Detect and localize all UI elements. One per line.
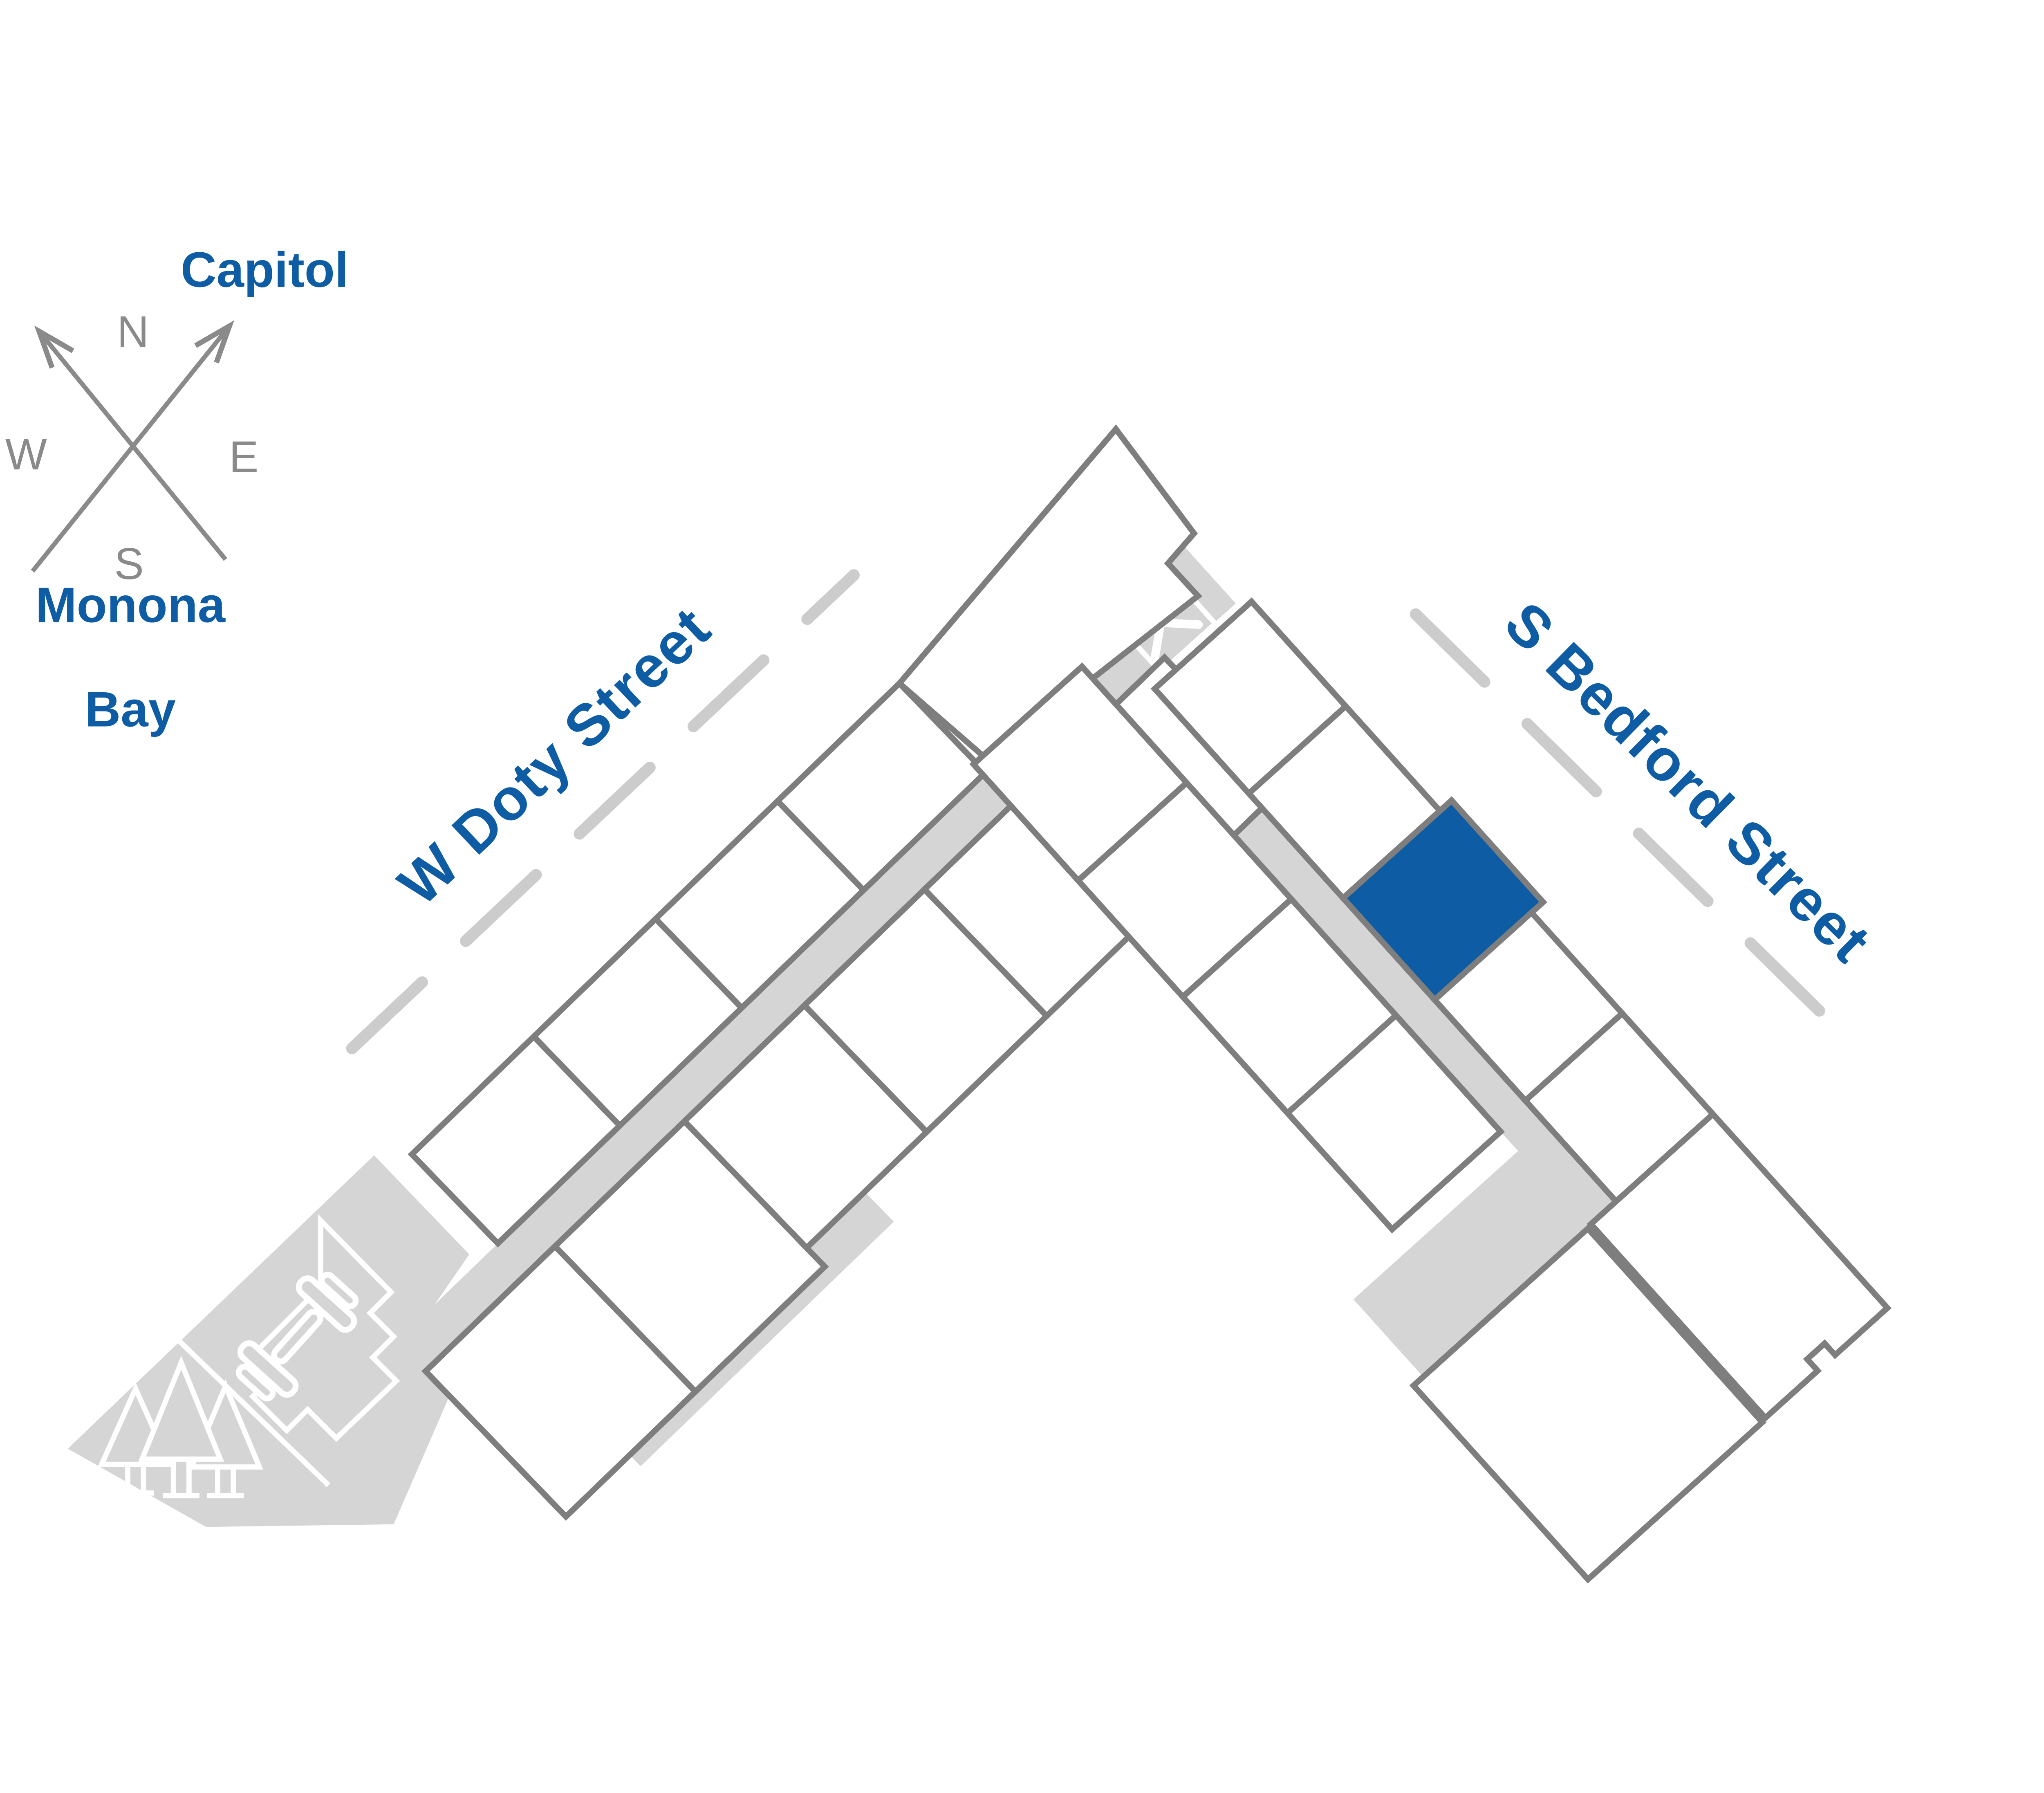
street-label-doty: W Doty Street: [386, 595, 723, 918]
compass-arrowhead-nw: [34, 325, 74, 369]
dumbbell-cap: [318, 1272, 359, 1310]
trees-icon: [97, 1355, 264, 1499]
compass-west-label: W: [5, 429, 47, 479]
dumbbell-cap: [235, 1364, 276, 1402]
compass-icon: [31, 320, 235, 573]
parcel: [408, 1032, 624, 1248]
road-branch-stub: [1353, 1151, 1588, 1377]
compass-east-label: E: [229, 432, 258, 482]
right-block-group: [969, 597, 1892, 1584]
dumbbell-handle: [271, 1308, 323, 1364]
doty-street-dashed-line: [346, 569, 860, 1055]
bedford-street-dashed-line: [1410, 608, 1867, 1058]
compass-line-ne: [31, 324, 231, 573]
monona-bay-label-line2: Bay: [85, 681, 176, 737]
compass-arrowhead-ne: [194, 320, 235, 364]
monona-bay-label-line1: Monona: [36, 577, 226, 633]
dumbbell-plate: [296, 1275, 357, 1333]
park-path-line: [173, 1335, 331, 1487]
parcel: [1409, 1224, 1767, 1584]
dumbbell-icon: [235, 1272, 359, 1402]
dumbbell-plate: [237, 1340, 299, 1398]
notched-parcel: [1587, 1110, 1892, 1422]
parcel: [421, 1242, 700, 1521]
tree-triangle: [138, 1355, 224, 1462]
compass-north-label: N: [117, 307, 149, 356]
parcel: [1283, 1011, 1505, 1234]
street-label-bedford: S Bedford Street: [1493, 590, 1883, 975]
capitol-label: Capitol: [181, 242, 349, 298]
compass-line-nw: [37, 330, 227, 561]
compass-south-label: S: [114, 539, 144, 588]
